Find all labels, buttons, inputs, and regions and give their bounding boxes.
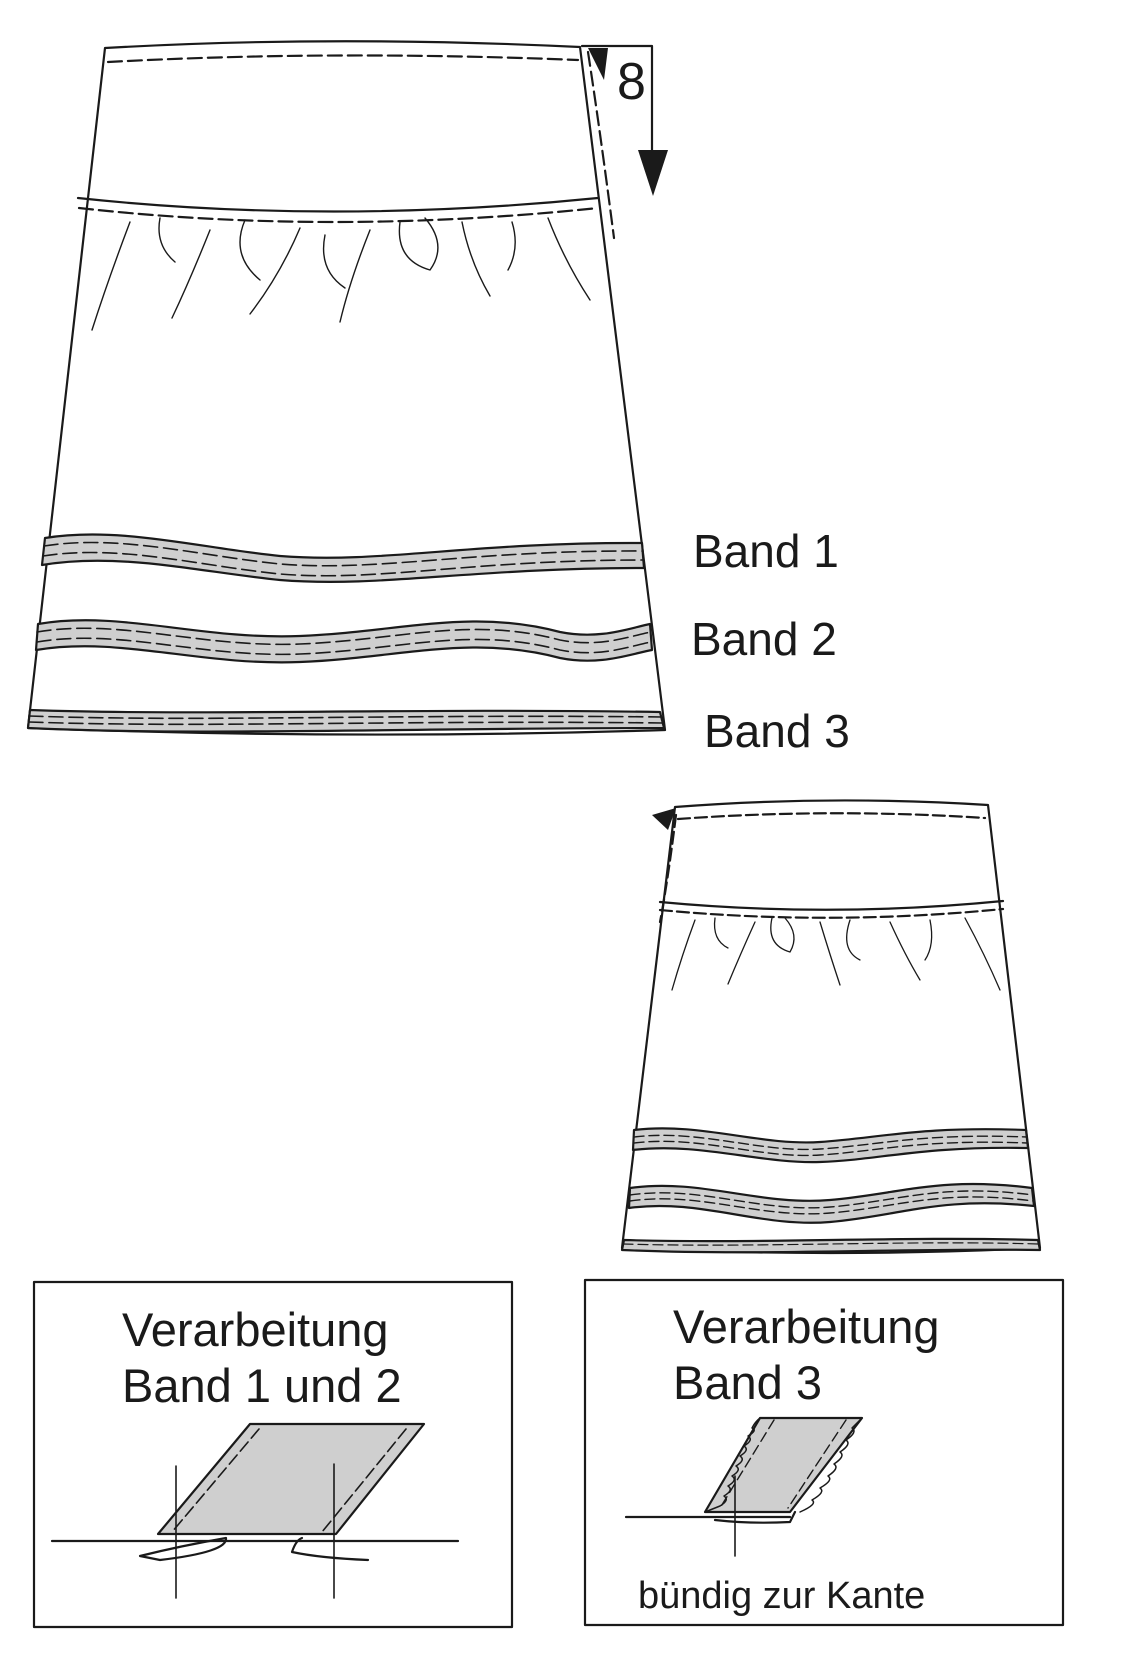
band-3-label: Band 3 <box>704 705 850 757</box>
small-band-1 <box>631 1127 1030 1164</box>
yoke-seam <box>76 196 600 213</box>
box-left-title: Verarbeitung Band 1 und 2 <box>122 1302 402 1414</box>
detail-box-band-3 <box>583 1278 1065 1627</box>
box-right-caption: bündig zur Kante <box>638 1575 926 1617</box>
detail-box-band-1-2 <box>32 1280 514 1629</box>
small-band-2 <box>627 1182 1036 1224</box>
large-band-1 <box>40 533 646 583</box>
band-1-label: Band 1 <box>693 525 839 577</box>
small-gather-lines <box>671 917 1001 991</box>
small-yoke-seam <box>658 899 1005 911</box>
length-marker-arrow <box>580 44 668 196</box>
box-left-title-line1: Verarbeitung <box>122 1303 389 1356</box>
large-band-3 <box>26 708 666 733</box>
box-right-title: Verarbeitung Band 3 <box>673 1299 940 1411</box>
box-left-title-line2: Band 1 und 2 <box>122 1359 402 1412</box>
large-band-2 <box>34 619 654 664</box>
box-right-title-line1: Verarbeitung <box>673 1300 940 1353</box>
band-strip <box>156 1422 426 1536</box>
large-skirt <box>26 40 668 736</box>
length-marker-label: 8 <box>617 53 646 111</box>
box-right-title-line2: Band 3 <box>673 1356 822 1409</box>
band-3-strip <box>703 1416 864 1514</box>
small-skirt <box>620 799 1042 1255</box>
band-2-label: Band 2 <box>691 613 837 665</box>
small-band-3 <box>620 1237 1042 1254</box>
gather-lines <box>91 217 591 331</box>
